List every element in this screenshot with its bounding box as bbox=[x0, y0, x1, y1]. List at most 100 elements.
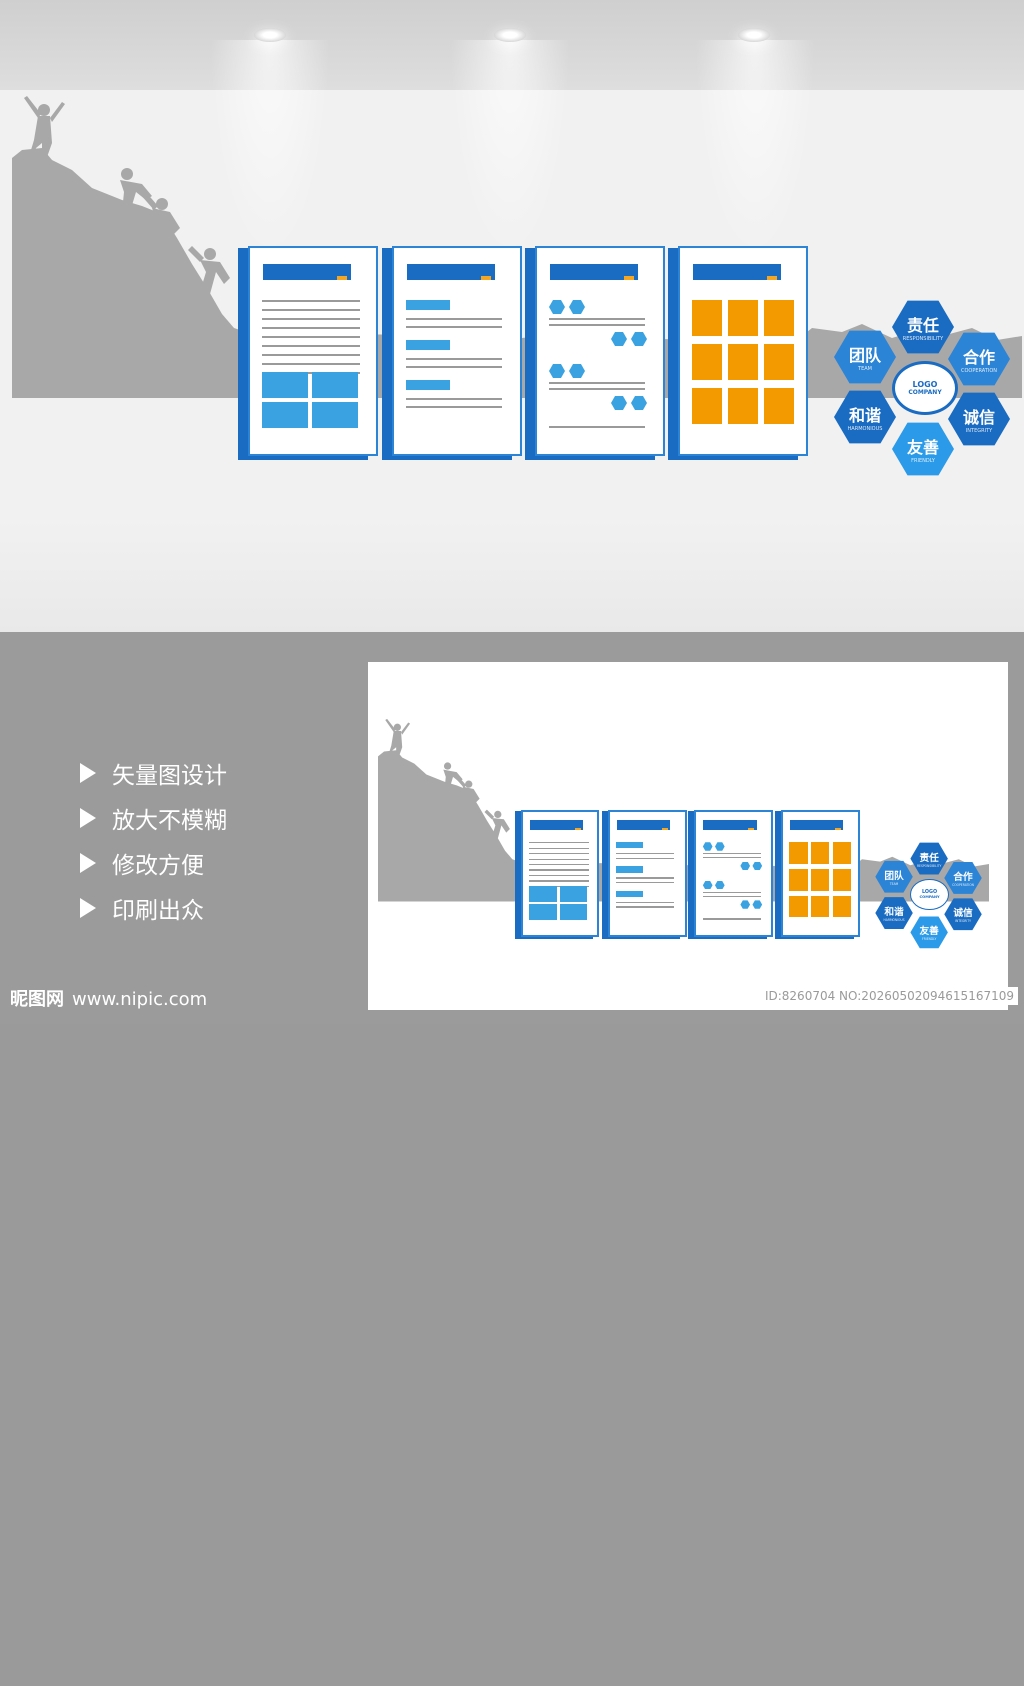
value-label: 诚信 bbox=[953, 908, 973, 920]
honor-certificate bbox=[692, 388, 722, 424]
tag-accent bbox=[748, 827, 755, 831]
value-sublabel: TEAM bbox=[889, 881, 899, 886]
value-sublabel: INTEGRITY bbox=[955, 919, 971, 924]
text-line bbox=[616, 877, 675, 879]
text-line bbox=[406, 406, 502, 408]
logo-text: LOGO bbox=[912, 380, 938, 389]
climber-icon bbox=[120, 168, 152, 212]
honor-certificate bbox=[764, 344, 794, 380]
wall-scene bbox=[0, 0, 1024, 632]
tag-accent bbox=[767, 276, 777, 280]
value-sublabel: COOPERATION bbox=[960, 368, 998, 374]
feature-label: 矢量图设计 bbox=[112, 762, 227, 789]
value-label: 合作 bbox=[953, 871, 973, 883]
value-sublabel: RESPONSIBILITY bbox=[916, 863, 942, 868]
honor-certificate bbox=[789, 842, 808, 865]
text-line bbox=[616, 906, 675, 908]
text-line bbox=[529, 885, 589, 888]
honor-certificate bbox=[692, 344, 722, 380]
text-line bbox=[529, 853, 589, 855]
value-sublabel: HARMONIOUS bbox=[883, 918, 905, 923]
value-label: 友善 bbox=[919, 926, 939, 938]
timeline-hex bbox=[740, 861, 751, 871]
panel-tag-3 bbox=[550, 264, 638, 280]
feature-item: 修改方便 bbox=[80, 840, 227, 885]
timeline-hex bbox=[631, 332, 647, 346]
play-triangle-icon bbox=[80, 897, 96, 918]
timeline-hex bbox=[702, 880, 713, 890]
timeline-hex bbox=[752, 861, 763, 871]
feature-list: 矢量图设计 放大不模糊 修改方便 印刷出众 bbox=[80, 750, 227, 930]
timeline-hex bbox=[549, 300, 565, 314]
content-panel bbox=[694, 809, 774, 937]
text-line bbox=[406, 358, 502, 360]
value-label: 团队 bbox=[884, 870, 904, 882]
climber-icon bbox=[385, 718, 411, 758]
watermark-brand: 昵图网 www.nipic.com bbox=[10, 985, 207, 1011]
content-panel bbox=[607, 809, 687, 937]
value-sublabel: COOPERATION bbox=[952, 882, 974, 887]
photo-block bbox=[559, 903, 588, 920]
climber-icon bbox=[484, 809, 510, 839]
text-line bbox=[262, 318, 360, 320]
text-line bbox=[549, 324, 645, 326]
honor-certificate bbox=[728, 300, 758, 336]
text-line bbox=[529, 880, 589, 882]
honor-certificate bbox=[811, 895, 830, 918]
timeline-hex bbox=[549, 364, 565, 378]
honor-certificate bbox=[832, 895, 852, 918]
text-line bbox=[406, 366, 502, 368]
text-line bbox=[529, 842, 589, 844]
text-line bbox=[549, 318, 645, 320]
text-line bbox=[702, 853, 761, 855]
photo-block bbox=[529, 903, 558, 920]
heading-bar bbox=[616, 866, 643, 873]
text-line bbox=[549, 382, 645, 384]
value-sublabel: HARMONIOUS bbox=[847, 426, 883, 432]
text-line bbox=[262, 363, 360, 365]
photo-block bbox=[262, 402, 308, 428]
heading-bar bbox=[406, 340, 450, 350]
honor-certificate bbox=[728, 388, 758, 424]
brand-url: www.nipic.com bbox=[72, 989, 208, 1010]
honor-certificate bbox=[789, 868, 808, 891]
text-line bbox=[406, 398, 502, 400]
spotlight-icon bbox=[738, 28, 770, 42]
panel-tag-2 bbox=[407, 264, 495, 280]
play-triangle-icon bbox=[80, 852, 96, 873]
text-line bbox=[262, 309, 360, 311]
panel-tag-1 bbox=[529, 820, 584, 831]
photo-block bbox=[312, 372, 358, 398]
light-glow bbox=[450, 40, 570, 260]
value-label: 和谐 bbox=[884, 907, 904, 919]
timeline-hex bbox=[740, 900, 751, 909]
logo-text: LOGO bbox=[922, 890, 938, 896]
value-label: 责任 bbox=[919, 852, 939, 864]
heading-bar bbox=[616, 842, 643, 849]
light-glow bbox=[695, 40, 815, 260]
timeline-hex bbox=[714, 880, 725, 890]
text-line bbox=[702, 895, 761, 897]
value-sublabel: FRIENDLY bbox=[921, 937, 937, 942]
honor-certificate bbox=[764, 388, 794, 424]
value-label: 诚信 bbox=[962, 408, 995, 427]
value-label: 团队 bbox=[848, 346, 881, 365]
heading-bar bbox=[406, 300, 450, 310]
panel-tag-3 bbox=[703, 820, 757, 831]
value-sublabel: RESPONSIBILITY bbox=[902, 336, 944, 342]
photo-block bbox=[529, 885, 558, 902]
tag-accent bbox=[834, 827, 841, 831]
feature-label: 修改方便 bbox=[112, 852, 204, 879]
photo-block bbox=[312, 402, 358, 428]
honor-certificate bbox=[832, 868, 852, 891]
tag-accent bbox=[481, 276, 491, 280]
text-line bbox=[549, 388, 645, 390]
text-line bbox=[616, 882, 675, 884]
brand-name: 昵图网 bbox=[10, 989, 64, 1010]
timeline-hex bbox=[714, 842, 725, 851]
